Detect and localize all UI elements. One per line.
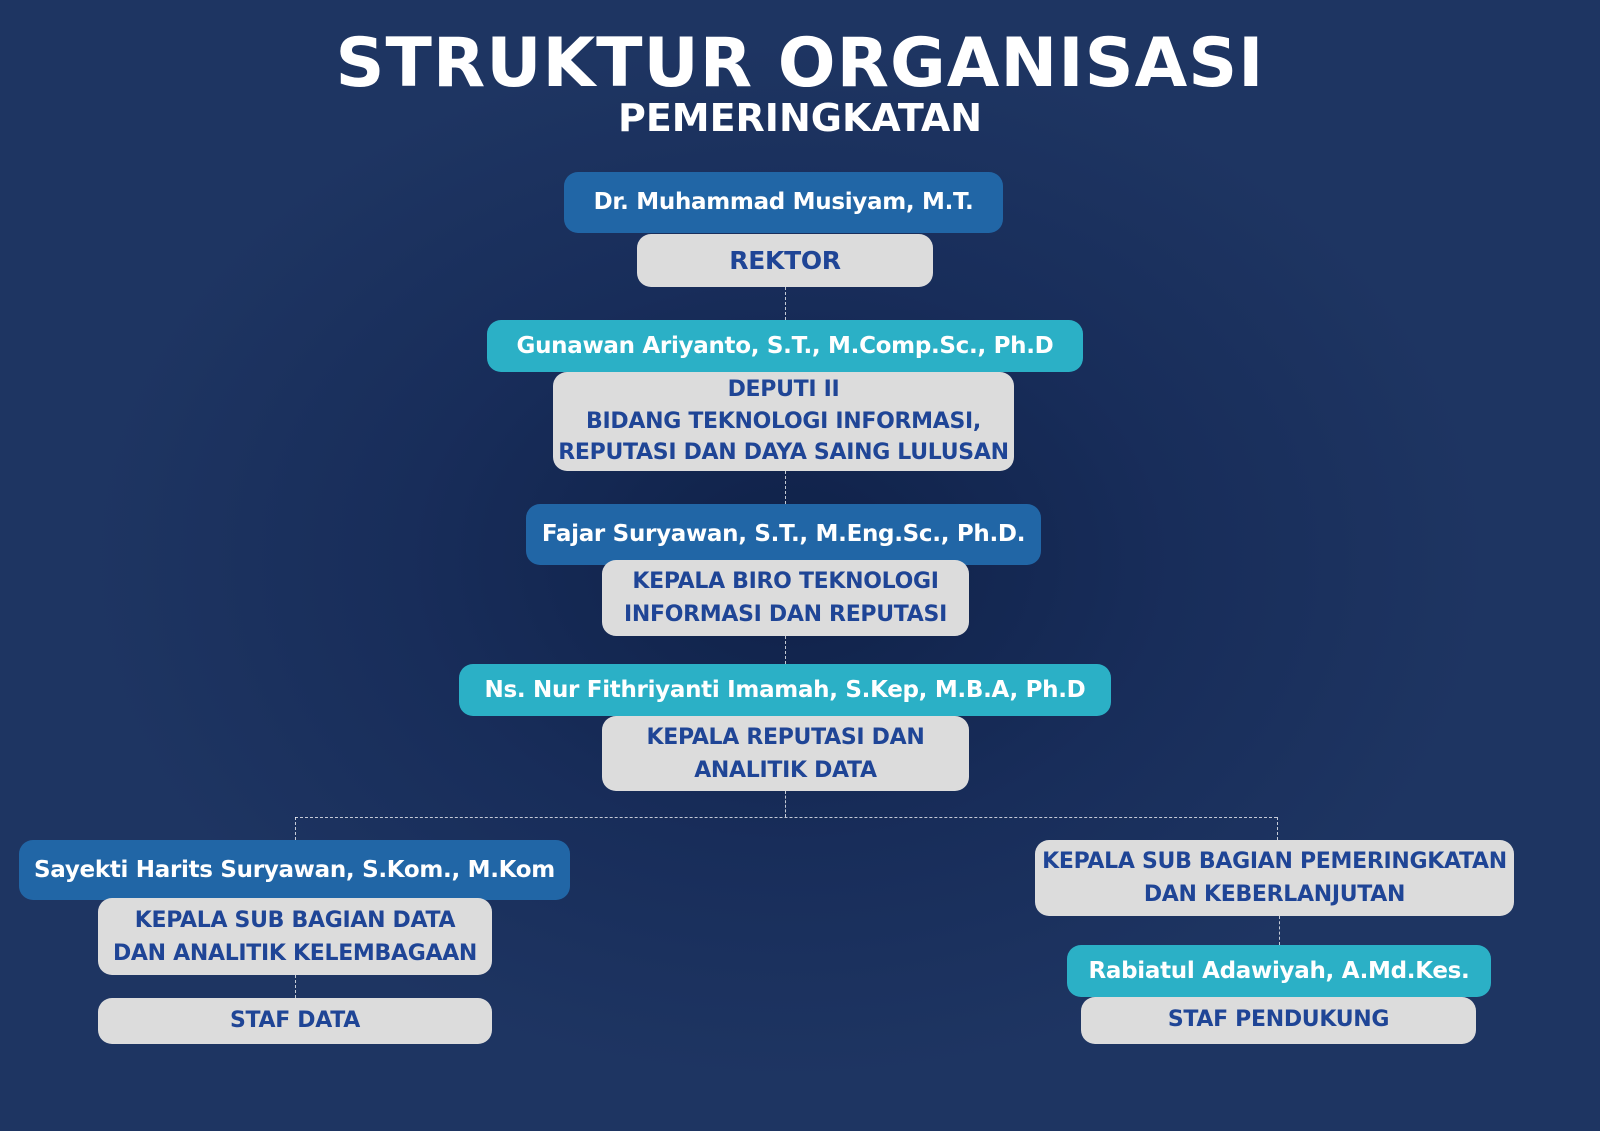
biro-name: Fajar Suryawan, S.T., M.Eng.Sc., Ph.D. (541, 521, 1026, 548)
reputasi-role-box: KEPALA REPUTASI DAN ANALITIK DATA (602, 716, 969, 791)
subdata-name-box: Sayekti Harits Suryawan, S.Kom., M.Kom (19, 840, 570, 900)
subdata-role-line: KEPALA SUB BAGIAN DATA (134, 907, 456, 933)
page-title: STRUKTUR ORGANISASI (335, 24, 1265, 103)
stafdata-role-box: STAF DATA (98, 998, 492, 1044)
subdata-role-line: DAN ANALITIK KELEMBAGAAN (112, 940, 478, 966)
deputi-name: Gunawan Ariyanto, S.T., M.Comp.Sc., Ph.D (516, 332, 1054, 359)
reputasi-name-box: Ns. Nur Fithriyanti Imamah, S.Kep, M.B.A… (459, 664, 1111, 716)
reputasi-role-line: ANALITIK DATA (694, 757, 877, 783)
connector (295, 817, 1277, 818)
stafpendukung-role-box: STAF PENDUKUNG (1081, 997, 1476, 1044)
reputasi-role-line: KEPALA REPUTASI DAN (646, 724, 925, 750)
deputi-role-line: BIDANG TEKNOLOGI INFORMASI, (586, 408, 981, 434)
rektor-name: Dr. Muhammad Musiyam, M.T. (593, 189, 974, 216)
biro-name-box: Fajar Suryawan, S.T., M.Eng.Sc., Ph.D. (526, 504, 1041, 565)
subperingkat-role-line: KEPALA SUB BAGIAN PEMERINGKATAN (1042, 849, 1507, 874)
rektor-name-box: Dr. Muhammad Musiyam, M.T. (564, 172, 1003, 233)
subdata-name: Sayekti Harits Suryawan, S.Kom., M.Kom (34, 856, 555, 883)
deputi-role-line: REPUTASI DAN DAYA SAING LULUSAN (558, 440, 1009, 466)
connector (295, 817, 296, 840)
subdata-role-box: KEPALA SUB BAGIAN DATA DAN ANALITIK KELE… (98, 898, 492, 975)
biro-role-box: KEPALA BIRO TEKNOLOGI INFORMASI DAN REPU… (602, 560, 969, 636)
biro-role-line: INFORMASI DAN REPUTASI (624, 602, 947, 627)
connector (1279, 916, 1280, 945)
deputi-role-box: DEPUTI II BIDANG TEKNOLOGI INFORMASI, RE… (553, 372, 1014, 471)
reputasi-name: Ns. Nur Fithriyanti Imamah, S.Kep, M.B.A… (484, 676, 1086, 703)
connector (1277, 817, 1278, 840)
subperingkat-role-line: DAN KEBERLANJUTAN (1143, 882, 1406, 907)
page-subtitle: PEMERINGKATAN (617, 96, 983, 140)
stafpendukung-name: Rabiatul Adawiyah, A.Md.Kes. (1088, 957, 1470, 984)
stafpendukung-name-box: Rabiatul Adawiyah, A.Md.Kes. (1067, 945, 1491, 997)
connector (295, 975, 296, 998)
connector (785, 636, 786, 664)
stafdata-role: STAF DATA (229, 1007, 361, 1033)
connector (785, 287, 786, 320)
rektor-role: REKTOR (729, 246, 841, 275)
connector (785, 791, 786, 817)
deputi-name-box: Gunawan Ariyanto, S.T., M.Comp.Sc., Ph.D (487, 320, 1083, 372)
connector (785, 471, 786, 504)
deputi-role-line: DEPUTI II (727, 376, 840, 402)
subperingkat-role-box: KEPALA SUB BAGIAN PEMERINGKATAN DAN KEBE… (1035, 840, 1514, 916)
rektor-role-box: REKTOR (637, 234, 933, 287)
stafpendukung-role: STAF PENDUKUNG (1167, 1007, 1390, 1033)
biro-role-line: KEPALA BIRO TEKNOLOGI (632, 569, 939, 594)
